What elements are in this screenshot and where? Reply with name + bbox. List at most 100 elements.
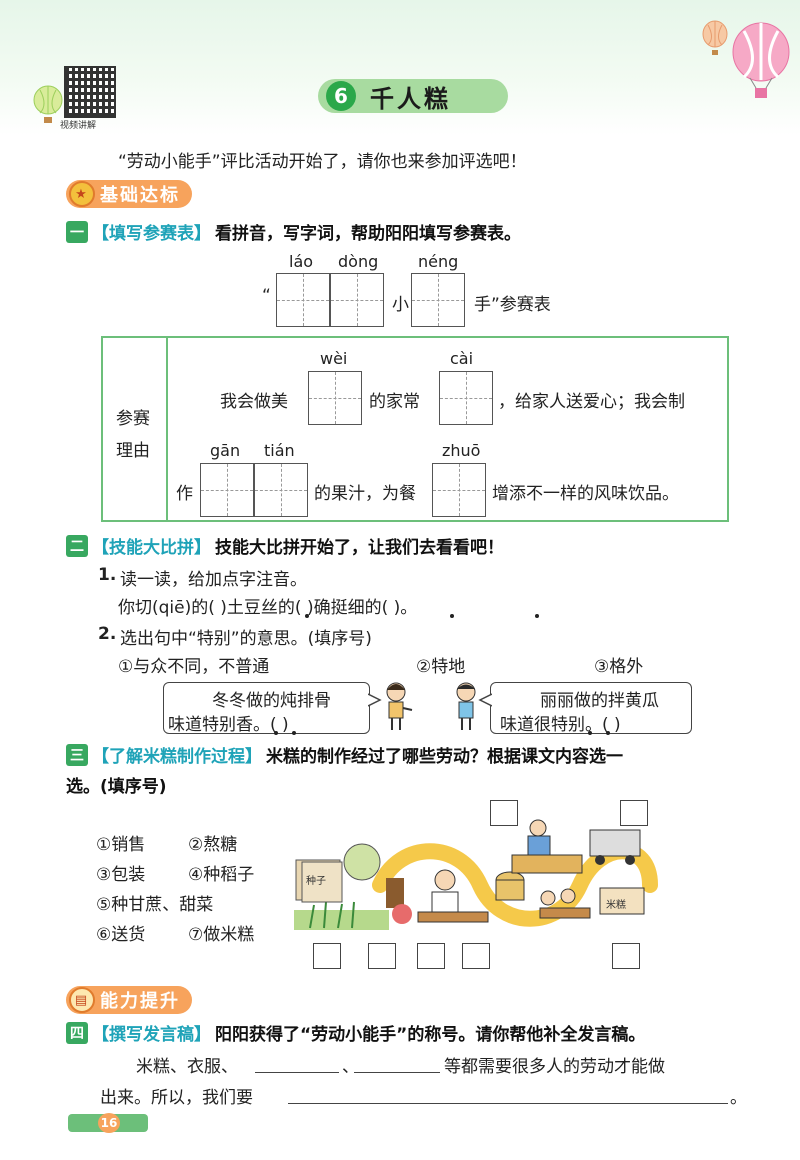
q1-heading: 一 【填写参赛表】 看拼音，写字词，帮助阳阳填写参赛表。 bbox=[66, 219, 521, 244]
advance-section-label: 能力提升 bbox=[100, 991, 180, 1012]
q1-instruction: 看拼音，写字词，帮助阳阳填写参赛表。 bbox=[215, 224, 521, 244]
seed-bag-icon bbox=[301, 861, 343, 903]
balloon-large-icon bbox=[732, 22, 790, 98]
reason-label-2: 理由 bbox=[116, 441, 150, 461]
row1-c: ，给家人送爱心；我会制 bbox=[498, 392, 685, 412]
pinyin-zhuo: zhuō bbox=[442, 441, 481, 460]
bubble-tail-icon bbox=[478, 693, 492, 707]
write-box-dong[interactable] bbox=[330, 273, 384, 327]
basic-section-badge: ★ 基础达标 bbox=[66, 180, 192, 208]
choice-3: ③包装 bbox=[96, 865, 146, 885]
write-box-zhuo[interactable] bbox=[432, 463, 486, 517]
choice-1: ①销售 bbox=[96, 835, 146, 855]
book-icon: ▤ bbox=[69, 987, 95, 1013]
choice-7: ⑦做米糕 bbox=[188, 925, 255, 945]
row2-a: 作 bbox=[176, 484, 193, 504]
q4-line2-a: 出来。所以，我们要 bbox=[100, 1088, 253, 1108]
q4-tag: 【撰写发言稿】 bbox=[92, 1025, 211, 1045]
pinyin-cai: cài bbox=[450, 349, 474, 368]
balloon-left-icon bbox=[33, 85, 63, 123]
q4-instruction: 阳阳获得了“劳动小能手”的称号。请你帮他补全发言稿。 bbox=[215, 1025, 646, 1045]
q3-number: 三 bbox=[66, 743, 88, 766]
answer-box-bottom-3[interactable] bbox=[417, 943, 445, 969]
rice-cake-process-illustration bbox=[294, 819, 658, 930]
answer-blank-2[interactable] bbox=[354, 1072, 440, 1073]
choice-6: ⑥送货 bbox=[96, 925, 146, 945]
boy-figure-icon bbox=[456, 682, 476, 730]
q2-sub1-sentence: 你切(qiē)的( )土豆丝的( )确挺细的( )。 bbox=[118, 598, 418, 618]
answer-box-top-1[interactable] bbox=[490, 800, 518, 826]
lesson-title: 千人糕 bbox=[370, 84, 451, 113]
pinyin-neng: néng bbox=[418, 252, 459, 271]
lesson-number: 6 bbox=[326, 81, 356, 111]
entry-form-table bbox=[101, 336, 729, 522]
answer-box-bottom-1[interactable] bbox=[313, 943, 341, 969]
bubble-right-line2: 味道很特别。( ) bbox=[500, 715, 621, 735]
title-end-text: 手”参赛表 bbox=[474, 295, 551, 315]
table-divider bbox=[166, 336, 168, 522]
q3-instruction-1: 米糕的制作经过了哪些劳动？根据课文内容选一 bbox=[266, 747, 623, 767]
answer-box-bottom-2[interactable] bbox=[368, 943, 396, 969]
q1-number: 一 bbox=[66, 220, 88, 243]
pinyin-dong: dòng bbox=[338, 252, 379, 271]
row1-a: 我会做美 bbox=[220, 392, 288, 412]
q2-sub1-number: 1. bbox=[98, 565, 117, 585]
basic-section-label: 基础达标 bbox=[100, 185, 180, 206]
q4-line1-a: 米糕、衣服、 bbox=[136, 1057, 238, 1077]
xiao-char: 小 bbox=[392, 295, 409, 315]
seed-bag-label: 种子 bbox=[306, 876, 326, 887]
q2-sub2-number: 2. bbox=[98, 624, 117, 644]
q1-tag: 【填写参赛表】 bbox=[92, 224, 211, 244]
qr-code[interactable] bbox=[64, 66, 116, 118]
girl-figure-icon bbox=[386, 682, 413, 730]
write-box-lao[interactable] bbox=[276, 273, 330, 327]
pinyin-lao: láo bbox=[289, 252, 314, 271]
balloon-small-icon bbox=[702, 20, 728, 55]
emphasis-dot bbox=[450, 614, 454, 618]
answer-blank-1[interactable] bbox=[255, 1072, 339, 1073]
bubble-left-line1: 冬冬做的炖排骨 bbox=[212, 691, 331, 711]
q2-number: 二 bbox=[66, 534, 88, 557]
choice-2: ②熬糖 bbox=[188, 835, 238, 855]
q2-sub2-text: 选出句中“特别”的意思。(填序号) bbox=[120, 629, 372, 649]
write-box-wei[interactable] bbox=[308, 371, 362, 425]
row2-b: 的果汁，为餐 bbox=[314, 484, 416, 504]
q2-tag: 【技能大比拼】 bbox=[92, 538, 211, 558]
answer-box-top-2[interactable] bbox=[620, 800, 648, 826]
answer-box-bottom-5[interactable] bbox=[612, 943, 640, 969]
q3-instruction-2: 选。(填序号) bbox=[66, 777, 167, 797]
emphasis-dot bbox=[588, 731, 592, 735]
q4-line2-end: 。 bbox=[730, 1088, 747, 1108]
choice-4: ④种稻子 bbox=[188, 865, 255, 885]
emphasis-dot bbox=[305, 614, 309, 618]
write-box-gan[interactable] bbox=[200, 463, 254, 517]
medal-icon: ★ bbox=[69, 181, 95, 207]
choice-5: ⑤种甘蔗、甜菜 bbox=[96, 895, 214, 915]
write-box-neng[interactable] bbox=[411, 273, 465, 327]
q4-number: 四 bbox=[66, 1021, 88, 1044]
q2-heading: 二 【技能大比拼】 技能大比拼开始了，让我们去看看吧！ bbox=[66, 533, 504, 558]
qr-label: 视频讲解 bbox=[60, 121, 97, 131]
q2-sub1-text: 读一读，给加点字注音。 bbox=[120, 570, 307, 590]
pinyin-gan: gān bbox=[210, 441, 241, 460]
lesson-title-pill: 6 千人糕 bbox=[318, 79, 508, 113]
emphasis-dot bbox=[274, 731, 278, 735]
option-2: ②特地 bbox=[416, 657, 466, 677]
speech-bubble-right bbox=[490, 682, 692, 734]
emphasis-dot bbox=[535, 614, 539, 618]
row2-c: 增添不一样的风味饮品。 bbox=[492, 484, 679, 504]
row1-b: 的家常 bbox=[369, 392, 420, 412]
write-box-tian[interactable] bbox=[254, 463, 308, 517]
q4-line1-b: 等都需要很多人的劳动才能做 bbox=[444, 1057, 665, 1077]
option-1: ①与众不同，不普通 bbox=[118, 657, 270, 677]
write-box-cai[interactable] bbox=[439, 371, 493, 425]
pinyin-tian: tián bbox=[264, 441, 295, 460]
page-number: 16 bbox=[98, 1113, 120, 1133]
answer-blank-3[interactable] bbox=[288, 1103, 728, 1104]
reason-label-1: 参赛 bbox=[116, 409, 150, 429]
rice-box-label: 米糕 bbox=[606, 900, 626, 911]
q2-instruction: 技能大比拼开始了，让我们去看看吧！ bbox=[215, 538, 504, 558]
answer-box-bottom-4[interactable] bbox=[462, 943, 490, 969]
bubble-left-line2: 味道特别香。( ) bbox=[168, 715, 289, 735]
option-3: ③格外 bbox=[594, 657, 644, 677]
